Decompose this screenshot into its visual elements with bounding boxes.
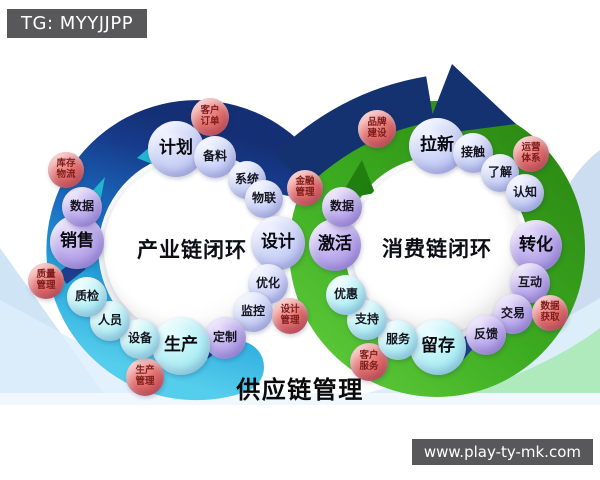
node-bubble-label: 服务 <box>385 332 410 347</box>
node-bubble: 客户 订单 <box>191 98 229 136</box>
node-bubble-label: 运营 体系 <box>521 142 541 164</box>
node-bubble: 金融 管理 <box>287 170 323 206</box>
node-bubble: 品牌 建设 <box>358 110 396 148</box>
node-bubble: 生产 管理 <box>126 358 164 396</box>
node-bubble: 支持 <box>347 300 387 340</box>
industry-chain-label: 产业链闭环 <box>137 238 247 262</box>
node-bubble-label: 生产 管理 <box>135 365 155 387</box>
node-bubble-label: 客户 订单 <box>200 105 220 127</box>
node-bubble: 生产 <box>152 317 210 375</box>
node-bubble-label: 了解 <box>487 165 512 180</box>
node-bubble-label: 拉新 <box>420 135 454 156</box>
node-bubble-label: 人员 <box>97 313 122 328</box>
node-bubble: 认知 <box>506 174 544 212</box>
blue-arrowhead-icon <box>424 64 516 136</box>
node-bubble-label: 认知 <box>512 185 537 200</box>
node-bubble-label: 备料 <box>202 149 227 164</box>
diagram-title: 供应链管理 <box>236 376 364 404</box>
node-bubble-label: 数据 获取 <box>540 301 560 323</box>
node-bubble-label: 反馈 <box>473 327 498 342</box>
node-bubble-label: 客户 服务 <box>359 350 379 372</box>
node-bubble-label: 交易 <box>500 306 525 321</box>
node-bubble: 激活 <box>309 219 361 271</box>
node-bubble: 质检 <box>67 277 107 317</box>
node-bubble-label: 库存 物流 <box>56 158 76 180</box>
node-bubble-label: 留存 <box>421 336 455 357</box>
node-bubble-label: 数据 <box>329 199 354 214</box>
node-bubble: 优惠 <box>326 275 366 315</box>
node-bubble: 留存 <box>410 319 466 375</box>
node-bubble-label: 优化 <box>255 276 280 291</box>
node-bubble: 数据 获取 <box>532 295 568 331</box>
node-bubble-label: 互动 <box>517 275 542 290</box>
node-bubble-label: 质量 管理 <box>36 269 56 291</box>
node-bubble-label: 优惠 <box>333 287 358 302</box>
node-bubble: 数据 <box>62 187 102 227</box>
node-bubble-label: 监控 <box>240 304 265 319</box>
node-bubble-label: 设备 <box>127 331 152 346</box>
bg-wave-mint <box>430 328 600 405</box>
consumer-chain-label: 消费链闭环 <box>382 237 492 261</box>
node-bubble: 设计 管理 <box>272 298 308 334</box>
node-bubble: 库存 物流 <box>48 152 84 188</box>
node-bubble: 了解 <box>481 154 519 192</box>
node-bubble: 定制 <box>204 317 246 359</box>
node-bubble: 运营 体系 <box>513 136 549 172</box>
node-bubble: 反馈 <box>466 315 506 355</box>
node-bubble-label: 定制 <box>212 330 237 345</box>
node-bubble: 质量 管理 <box>28 263 64 299</box>
node-bubble-label: 激活 <box>318 234 352 255</box>
node-bubble: 转化 <box>510 220 562 272</box>
node-bubble-label: 销售 <box>60 231 94 252</box>
node-bubble-label: 转化 <box>519 235 553 256</box>
node-bubble-label: 生产 <box>164 335 198 356</box>
node-bubble-label: 接触 <box>460 145 485 160</box>
node-bubble: 数据 <box>322 187 362 227</box>
node-bubble-label: 金融 管理 <box>295 176 315 198</box>
node-bubble-label: 设计 管理 <box>280 304 300 326</box>
node-bubble-label: 支持 <box>354 312 379 327</box>
node-bubble-label: 计划 <box>159 138 193 159</box>
node-bubble-label: 数据 <box>69 199 94 214</box>
node-bubble-label: 质检 <box>74 289 99 304</box>
site-watermark: www.play-ty-mk.com <box>411 439 593 465</box>
node-bubble-label: 物联 <box>251 191 276 206</box>
node-bubble-label: 设计 <box>261 232 295 253</box>
node-bubble-label: 品牌 建设 <box>367 117 387 139</box>
node-bubble: 物联 <box>245 180 283 218</box>
node-bubble: 设计 <box>251 216 305 270</box>
tg-watermark: TG: MYYJJPP <box>7 9 148 38</box>
node-bubble: 接触 <box>453 133 493 173</box>
blue-arrow-body <box>275 76 435 187</box>
node-bubble: 备料 <box>194 136 236 178</box>
